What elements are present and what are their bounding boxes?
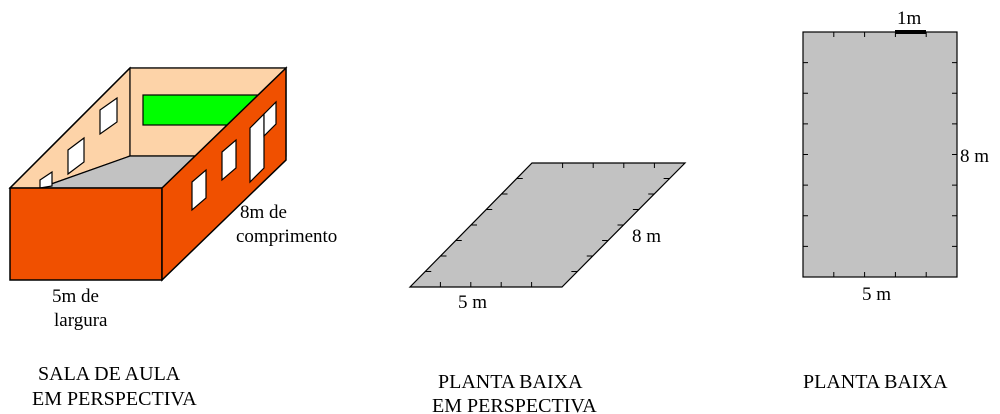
plan-caption: PLANTA BAIXA [803, 371, 948, 393]
plan-perspective-floor [408, 162, 687, 288]
window-right-3 [263, 100, 277, 138]
plan-width-label: 5 m [862, 284, 891, 305]
plan-ticks [803, 32, 957, 277]
plan-scale-label: 1m [897, 8, 922, 29]
window-left-3 [39, 170, 53, 189]
room-length-label-2: comprimento [236, 226, 337, 247]
classroom-perspective: 8m de comprimento 5m de largura SALA DE … [8, 66, 337, 410]
room-caption-1: SALA DE AULA [38, 363, 181, 385]
door-right [249, 112, 265, 184]
room-width-label-1: 5m de [52, 286, 99, 307]
room-length-label-1: 8m de [240, 202, 287, 223]
window-left-1 [99, 96, 118, 136]
plan-length-label: 8 m [960, 146, 989, 167]
plan-perspective-length-label: 8 m [632, 226, 661, 247]
plan-perspective-caption-2: EM PERSPECTIVA [432, 395, 597, 414]
plan-perspective-ticks [425, 163, 670, 287]
plan-perspective: 8 m 5 m PLANTA BAIXA EM PERSPECTIVA [408, 162, 687, 414]
window-right-2 [221, 138, 237, 182]
window-right-1 [191, 168, 207, 212]
room-front-wall [9, 187, 163, 281]
room-caption-2: EM PERSPECTIVA [32, 388, 197, 410]
room-width-label-2: largura [54, 310, 108, 331]
plan: 1m 8 m 5 m PLANTA BAIXA [802, 8, 989, 393]
plan-perspective-caption-1: PLANTA BAIXA [438, 371, 583, 393]
window-left-2 [67, 136, 85, 176]
plan-perspective-width-label: 5 m [458, 292, 487, 313]
plan-floor [802, 31, 958, 278]
